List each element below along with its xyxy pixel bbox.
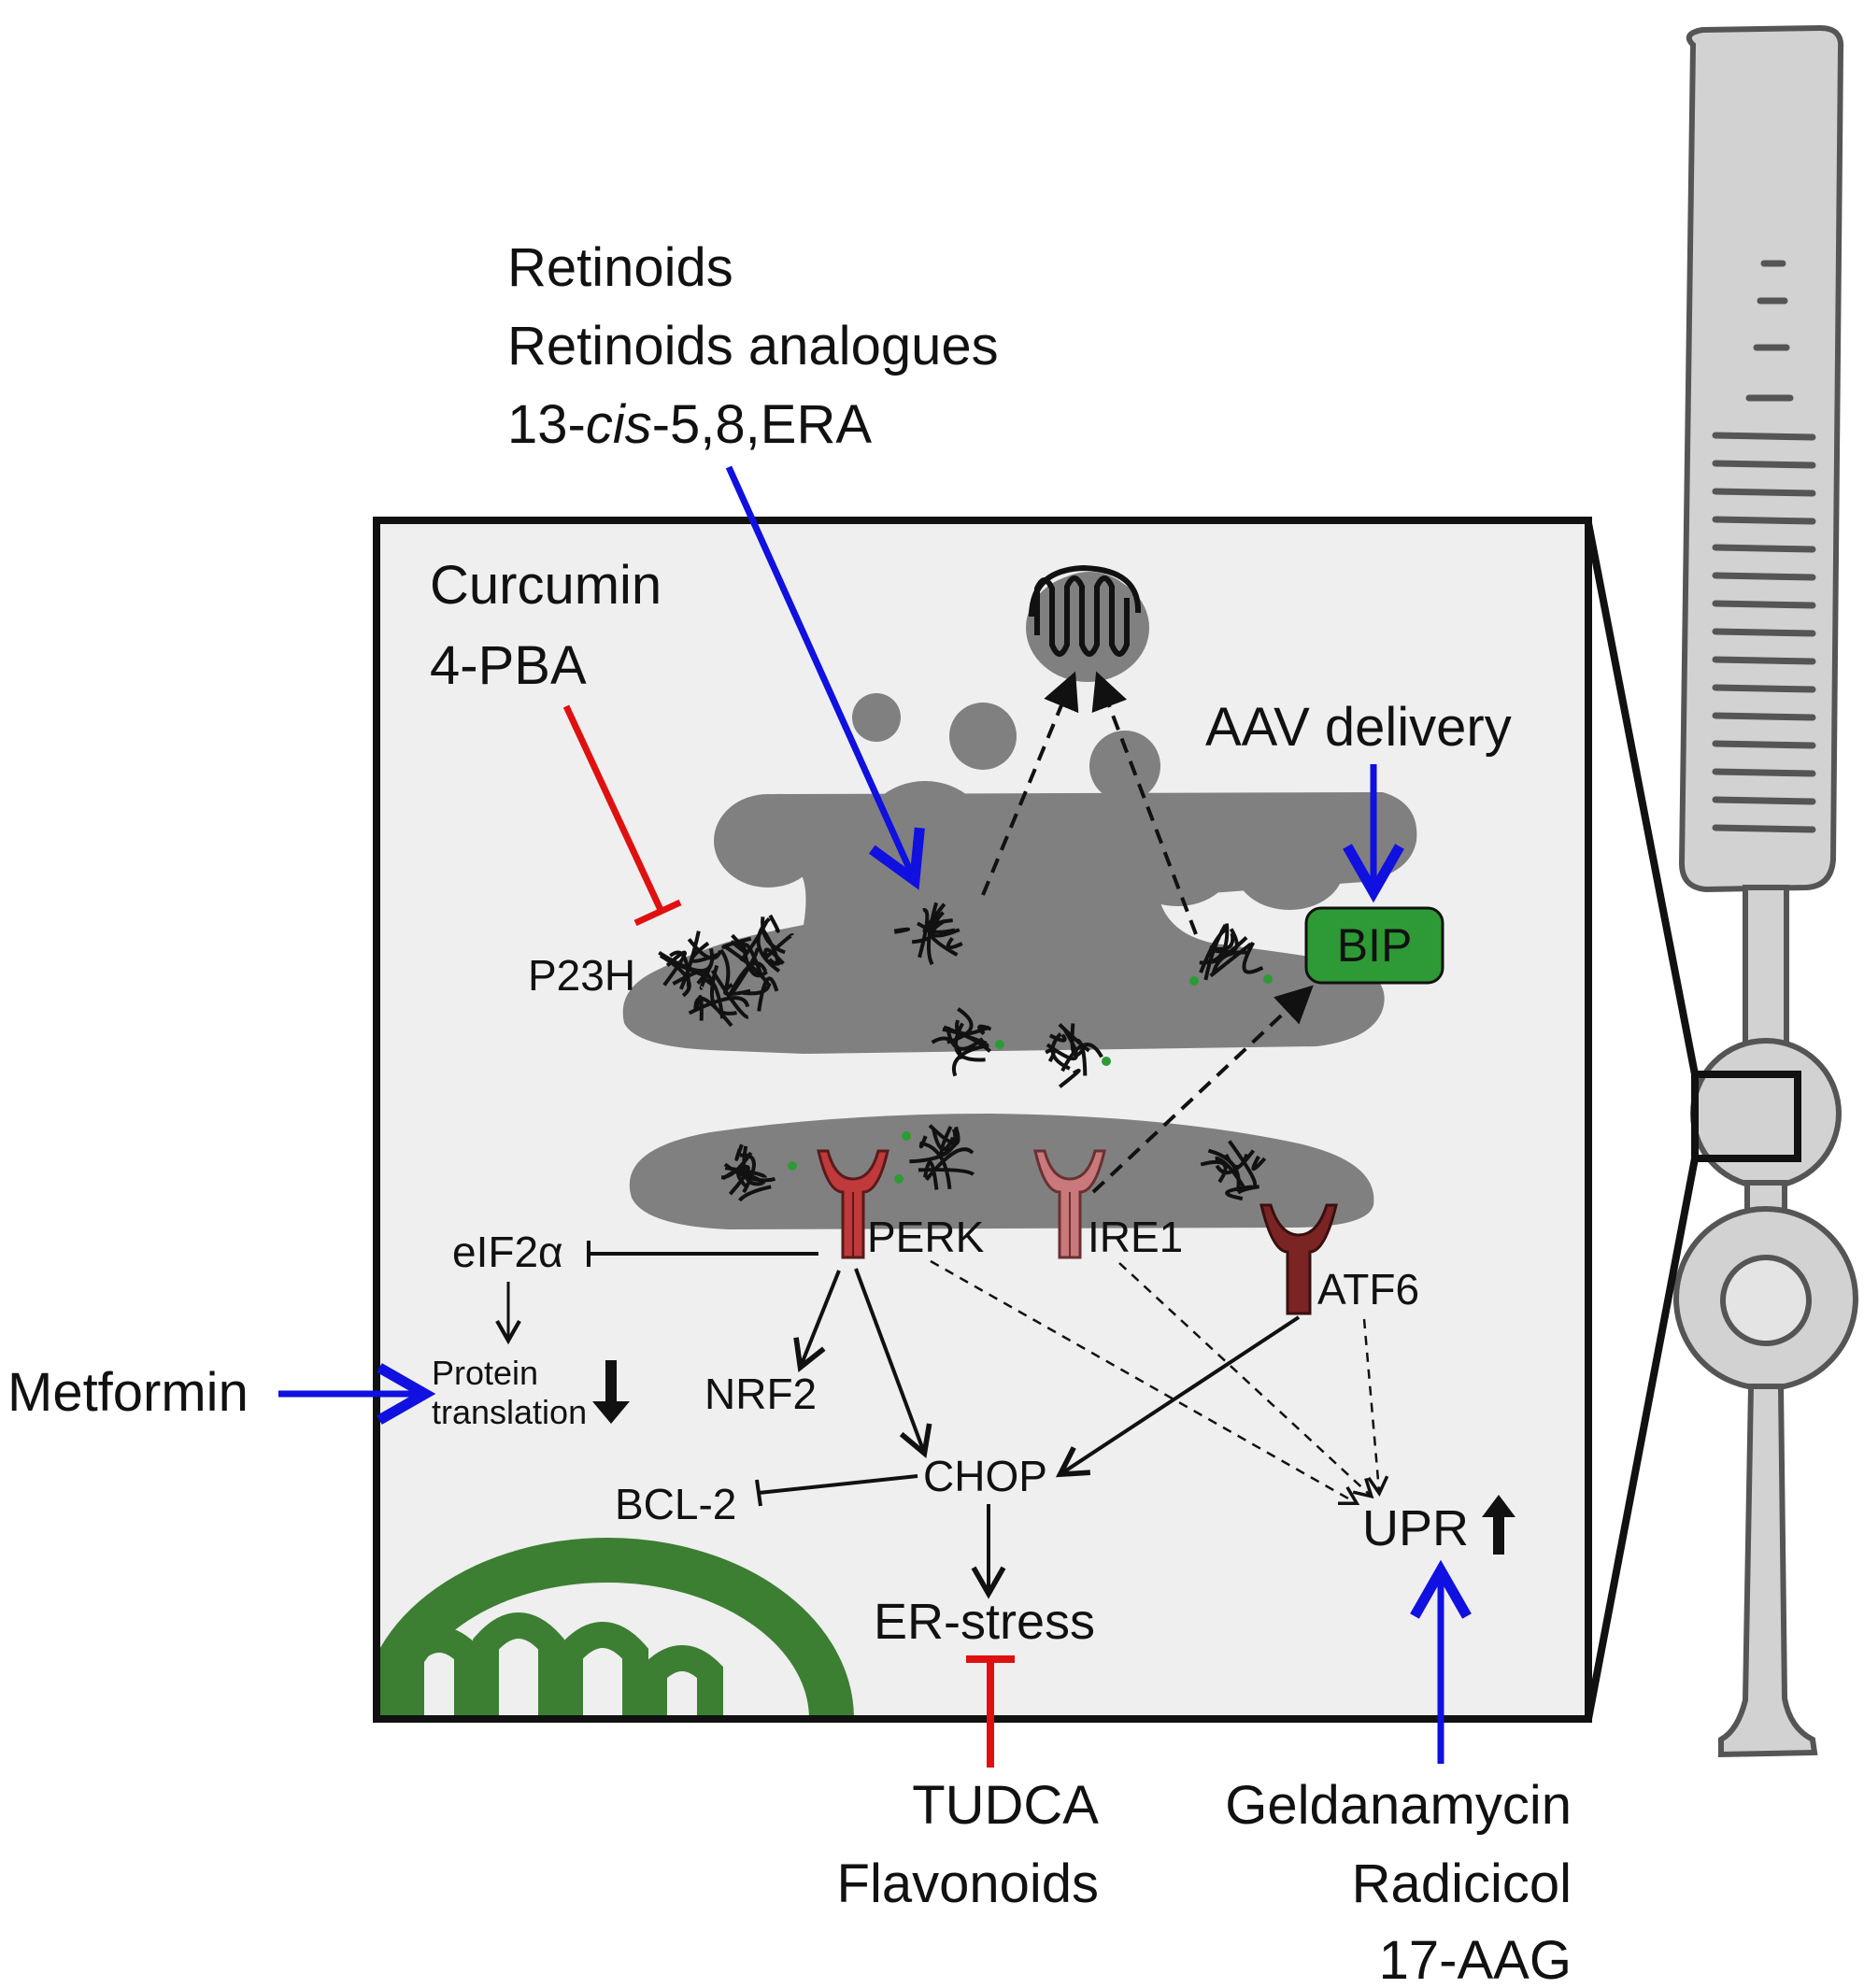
disc-line [1712, 572, 1816, 581]
disc-line [1712, 460, 1816, 469]
aav-delivery-label: AAV delivery [1205, 697, 1512, 758]
transport-arrow-right [1091, 671, 1198, 935]
retinoids-analogues-label: Retinoids analogues [507, 316, 999, 376]
translation-label: translation [432, 1393, 587, 1431]
perk-to-nrf2 [793, 1270, 841, 1372]
chop-inhibits-bcl2 [755, 1474, 918, 1507]
nrf2-label: NRF2 [704, 1370, 817, 1418]
disc-line [1712, 796, 1816, 805]
atf6-to-upr [1362, 1318, 1389, 1498]
protein-label: Protein [432, 1354, 538, 1392]
retinoids-arrow [725, 465, 925, 890]
disc-line [1712, 684, 1816, 693]
bcl2-label: BCL-2 [615, 1480, 736, 1528]
disc-line [1712, 516, 1816, 525]
misfolded-protein [720, 1143, 776, 1202]
disc-line [1712, 544, 1816, 553]
bip-box [1304, 906, 1444, 985]
nucleus [1720, 1255, 1812, 1346]
zoom-box [1691, 1071, 1801, 1162]
zoom-line-bottom [1585, 1157, 1699, 1720]
ire1-to-bip-arrow [1091, 985, 1314, 1194]
tudca-label: TUDCA [912, 1775, 1099, 1836]
disc-line [1712, 432, 1816, 441]
transport-arrow-left [981, 671, 1079, 896]
zoom-line-top [1585, 522, 1699, 1075]
perk-receptor [817, 1149, 889, 1259]
ire1-receptor [1033, 1149, 1106, 1259]
disc-line [1712, 712, 1816, 721]
misfolded-protein [1200, 1140, 1267, 1201]
atf6-receptor [1259, 1203, 1338, 1315]
cis-era-label: 13-cis-5,8,ERA [507, 394, 872, 455]
perk-label: PERK [867, 1213, 985, 1261]
p23h-label: P23H [528, 951, 635, 1000]
disc-stack [1712, 260, 1816, 833]
flavonoids-label: Flavonoids [837, 1853, 1099, 1914]
misfolded-proteins [658, 902, 1267, 1202]
disc-line [1712, 600, 1816, 609]
ire1-to-upr [1118, 1262, 1374, 1499]
golgi-vesicle [1029, 564, 1144, 680]
disc-line [1712, 768, 1816, 777]
upr-label: UPR [1362, 1500, 1469, 1556]
axon [1718, 1384, 1818, 1758]
connecting-cilium [1743, 885, 1789, 1051]
inner-segment [1690, 1038, 1842, 1189]
chaperone-dots [788, 974, 1273, 1184]
tudca-inhibit [966, 1655, 1015, 1768]
perk-inhibits-eif2a [587, 1241, 818, 1267]
disc-line [1712, 824, 1816, 833]
photoreceptor-cell [1673, 24, 1858, 1758]
misfolded-protein [931, 1007, 992, 1077]
misfolded-protein [688, 963, 751, 1028]
perk-to-upr [930, 1259, 1360, 1506]
outer-segment [1678, 24, 1844, 893]
perk-to-chop [854, 1268, 932, 1459]
misfolded-protein [1045, 1023, 1103, 1088]
aag-label: 17-AAG [1379, 1930, 1572, 1988]
misfolded-protein [1199, 923, 1264, 981]
mitochondrion [380, 1538, 854, 1715]
ire1-label: IRE1 [1088, 1213, 1183, 1261]
curcumin-label: Curcumin [430, 555, 662, 616]
atf6-to-chop [1055, 1315, 1301, 1478]
pba-label: 4-PBA [430, 635, 587, 696]
radicicol-label: Radicicol [1352, 1853, 1572, 1914]
bip-label: BIP [1337, 919, 1413, 972]
misfolded-protein [739, 914, 795, 975]
chop-label: CHOP [923, 1452, 1047, 1500]
metformin-label: Metformin [7, 1362, 249, 1423]
disc-line [1712, 488, 1816, 497]
upr-up-arrow [1482, 1495, 1515, 1555]
misfolded-protein [658, 930, 722, 998]
atf6-label: ATF6 [1317, 1265, 1419, 1314]
eif2a-label: eIF2α [452, 1228, 563, 1276]
er-stress-label: ER-stress [874, 1594, 1095, 1650]
misfolded-protein [893, 902, 963, 966]
retinoids-label: Retinoids [507, 237, 733, 298]
misfolded-protein [909, 1124, 975, 1190]
disc-line [1712, 628, 1816, 637]
disc-line [1712, 656, 1816, 665]
curcumin-inhibit [562, 704, 682, 927]
geldanamycin-label: Geldanamycin [1225, 1775, 1572, 1836]
translation-down-arrow [592, 1360, 630, 1424]
disc-line [1712, 740, 1816, 749]
